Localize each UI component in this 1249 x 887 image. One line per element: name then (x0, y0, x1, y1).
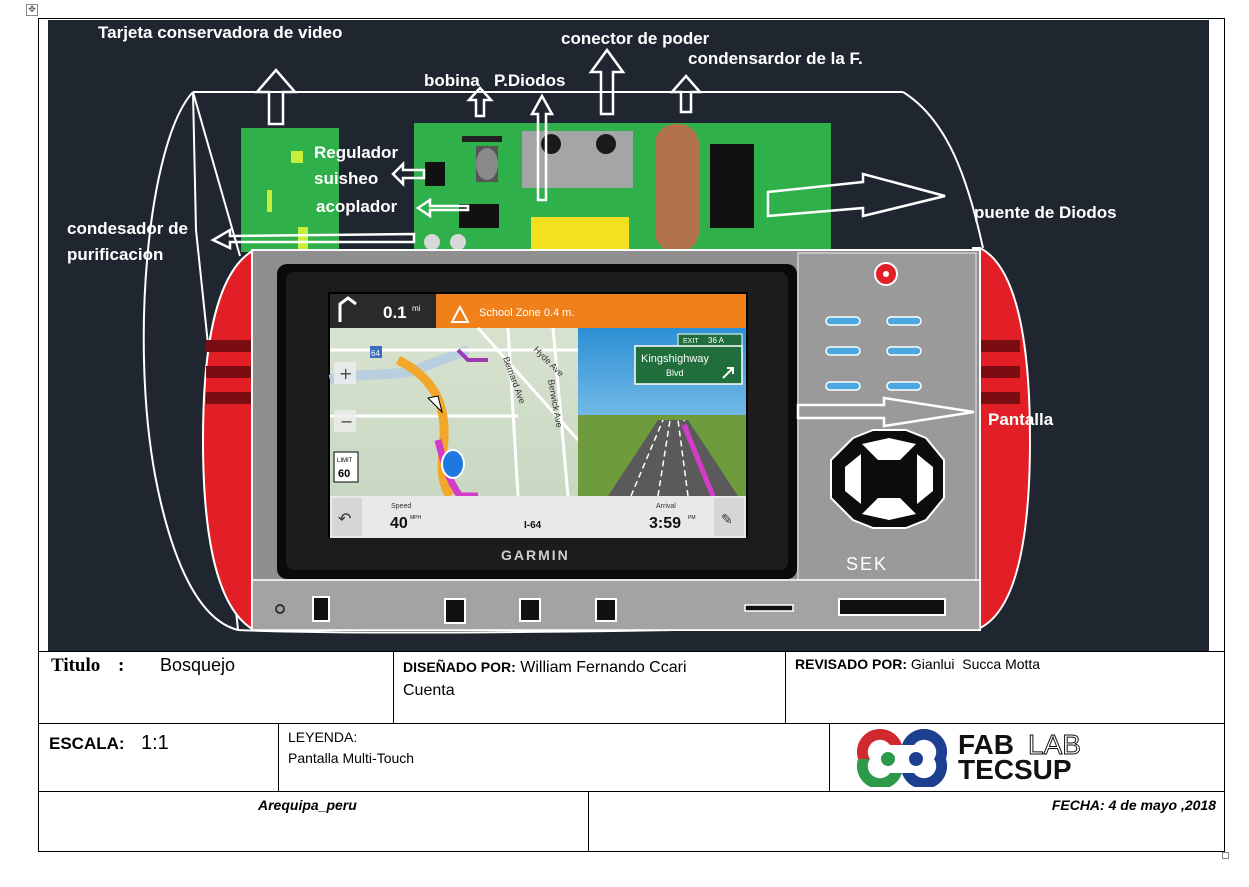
label-regulator-1: Regulador (314, 143, 398, 162)
logo-fab: FAB (958, 729, 1014, 760)
wrench-icon: ✎ (721, 512, 733, 528)
gps-distance: 0.1 (383, 303, 407, 322)
scale-cell: ESCALA: 1:1 (38, 723, 279, 792)
title-key: Titulo (51, 655, 101, 676)
scale-value: 1:1 (141, 732, 169, 754)
menu-button[interactable] (714, 498, 744, 536)
map-shield: 64 (371, 349, 380, 358)
power-button-dot (883, 271, 889, 277)
arrival-label: Arrival (656, 503, 676, 510)
key-button-6[interactable] (886, 381, 922, 391)
speed-limit-value: 60 (338, 468, 350, 480)
highway-sign-line1: Kingshighway (641, 353, 709, 365)
title-separator: : (118, 655, 125, 676)
control-panel: SEK (825, 262, 945, 574)
speed-unit: MPH (410, 515, 422, 521)
bottom-ports (275, 596, 946, 624)
casing-red-caps (201, 247, 1032, 631)
back-button[interactable] (332, 498, 362, 536)
key-button-2[interactable] (886, 316, 922, 326)
date-key: FECHA: (1051, 797, 1105, 813)
device-brand: SEK (846, 554, 888, 574)
label-coil: bobina (424, 71, 480, 90)
designed-value: William Fernando Ccari (520, 659, 687, 676)
zoom-out-icon: − (340, 412, 353, 431)
arrival-unit: PM (688, 515, 696, 521)
gps-distance-unit: mi (412, 304, 421, 313)
highway-sign-line2: Blvd (666, 368, 684, 378)
power-pcb (414, 123, 831, 253)
video-card-pcb (241, 128, 339, 252)
road-name: I-64 (524, 520, 542, 531)
dpad-right-icon (917, 454, 933, 504)
label-video-card: Tarjeta conservadora de video (98, 23, 342, 42)
designed-value-2: Cuenta (403, 682, 455, 699)
designed-cell: DISEÑADO POR: William Fernando Ccari Cue… (393, 651, 786, 724)
table-resize-handle[interactable] (1222, 852, 1229, 859)
zoom-in-icon: + (339, 364, 352, 383)
zoom-out-button[interactable] (334, 410, 356, 432)
title-value: Bosquejo (160, 655, 236, 675)
legend-cell: LEYENDA: Pantalla Multi-Touch (278, 723, 830, 792)
callout-arrows (210, 47, 975, 428)
dpad-down-icon (862, 498, 916, 520)
reviewed-value: Gianlui Succa Motta (910, 656, 1041, 672)
label-power-connector: conector de poder (561, 29, 710, 48)
speed-limit-sign (333, 451, 359, 483)
back-icon: ↶ (338, 509, 351, 528)
gps-brand: GARMIN (501, 547, 570, 563)
title-cell: Titulo : Bosquejo (38, 651, 394, 724)
label-regulator-2: suisheo (314, 169, 378, 188)
speed-label: Speed (391, 503, 411, 510)
reviewed-key: REVISADO POR: (795, 656, 908, 672)
fablab-logo: FAB LAB TECSUP (856, 729, 1081, 787)
date-value: 4 de mayo ,2018 (1108, 797, 1216, 813)
label-coupler: acoplador (316, 197, 398, 216)
logo-cell: FAB LAB TECSUP (829, 723, 1225, 792)
table-move-handle[interactable]: ✥ (26, 4, 38, 16)
callout-labels: Tarjeta conservadora de video conector d… (67, 23, 1117, 429)
scale-key: ESCALA: (49, 734, 125, 753)
city-value: Arequipa_peru (258, 797, 357, 813)
school-zone-icon (450, 304, 470, 323)
label-diode-p: P.Diodos (494, 71, 565, 90)
arrival-value: 3:59 (649, 515, 681, 532)
key-button-1[interactable] (825, 316, 861, 326)
dpad[interactable] (830, 429, 945, 529)
reviewed-cell: REVISADO POR: Gianlui Succa Motta (785, 651, 1225, 724)
gps-screen: 0.1 mi School Zone 0.4 m. 64 Bernard Ave… (328, 294, 746, 538)
speed-value: 40 (390, 515, 408, 532)
gps-zone-text: School Zone 0.4 m. (479, 307, 574, 319)
city-cell: Arequipa_peru (38, 791, 589, 852)
highway-sign (634, 345, 743, 385)
label-purif-2: purificacion (67, 245, 163, 264)
dpad-up-icon (862, 438, 916, 460)
label-filter-capacitor: condensardor de la F. (688, 49, 863, 68)
sketch-drawing: 0.1 mi School Zone 0.4 m. 64 Bernard Ave… (48, 20, 1209, 651)
logo-tecsup: TECSUP (958, 754, 1072, 785)
speed-limit-label: LIMIT (337, 458, 353, 464)
key-button-3[interactable] (825, 346, 861, 356)
legend-value: Pantalla Multi-Touch (288, 750, 415, 766)
logo-lab: LAB (1028, 729, 1081, 760)
label-diode-bridge: puente de Diodos (974, 203, 1117, 222)
sign-arrow-icon (722, 367, 734, 379)
exit-tab-number: 36 A (708, 336, 725, 345)
dpad-left-icon (845, 454, 861, 504)
date-cell: FECHA: 4 de mayo ,2018 (588, 791, 1225, 852)
designed-key: DISEÑADO POR: (403, 659, 516, 675)
key-button-5[interactable] (825, 381, 861, 391)
key-button-4[interactable] (886, 346, 922, 356)
label-purif-1: condesador de (67, 219, 188, 238)
legend-key: LEYENDA: (288, 729, 358, 745)
exit-tab-label: EXIT (683, 338, 699, 345)
label-screen: Pantalla (988, 410, 1054, 429)
zoom-in-button[interactable] (334, 362, 356, 384)
